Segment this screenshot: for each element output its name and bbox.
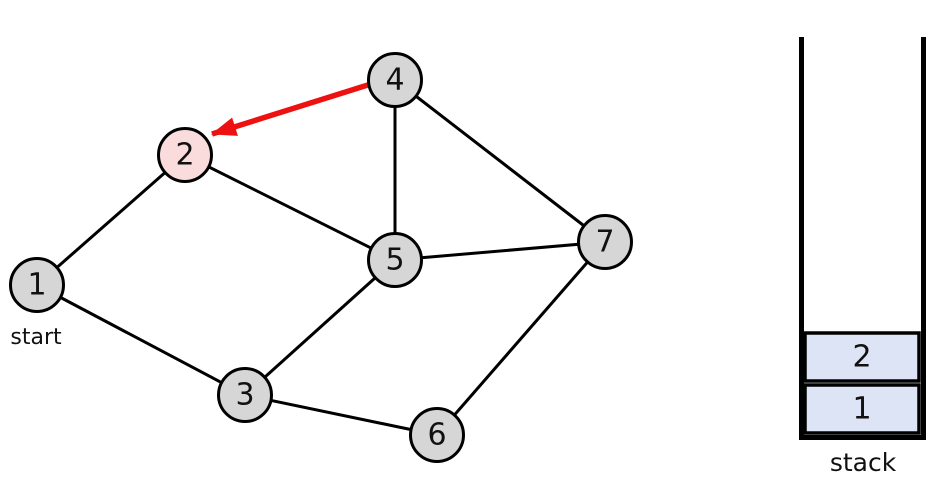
graph-node-5: 5	[367, 232, 423, 288]
node-circle	[217, 367, 273, 423]
node-circle	[577, 214, 633, 270]
graph-edge-1-3	[36, 283, 246, 397]
graph-edge-5-7	[394, 240, 606, 262]
node-circle	[367, 52, 423, 108]
stack-item-box	[803, 331, 921, 383]
stack-container	[799, 37, 926, 440]
stack-item-2: 2	[803, 331, 921, 383]
node-value: 3	[235, 378, 254, 413]
graph-edge-1-2	[36, 153, 186, 287]
node-circle	[9, 257, 65, 313]
graph-node-1: 1	[9, 257, 65, 313]
graph-nodes: 1 2 3 4 5 6 7	[9, 52, 633, 463]
graph-node-6: 6	[409, 407, 465, 463]
node-value: 5	[385, 243, 404, 278]
graph-node-2-highlighted: 2	[157, 127, 213, 183]
node-value: 1	[27, 268, 46, 303]
stack-item-1: 1	[803, 383, 921, 435]
graph-edge-6-7	[435, 241, 607, 436]
node-circle	[367, 232, 423, 288]
start-label: start	[10, 325, 62, 350]
node-value: 2	[175, 138, 194, 173]
graph-node-3: 3	[217, 367, 273, 423]
graph-edge-3-6	[244, 393, 438, 437]
graph-node-4: 4	[367, 52, 423, 108]
stack-items: 12	[803, 331, 921, 435]
stack-item-value: 2	[852, 340, 871, 375]
graph-node-7: 7	[577, 214, 633, 270]
stack-item-value: 1	[852, 392, 871, 427]
node-circle	[157, 127, 213, 183]
graph-edges	[36, 78, 607, 437]
stack-item-box	[803, 383, 921, 435]
graph-edge-4-7	[394, 78, 606, 244]
node-value: 4	[385, 63, 404, 98]
traversal-arrow-icon	[210, 81, 372, 137]
node-value: 6	[427, 418, 446, 453]
stack-label: stack	[830, 448, 897, 477]
node-circle	[409, 407, 465, 463]
graph-edge-2-5	[184, 153, 396, 262]
node-value: 7	[595, 225, 614, 260]
graph-edge-3-5	[243, 258, 397, 397]
